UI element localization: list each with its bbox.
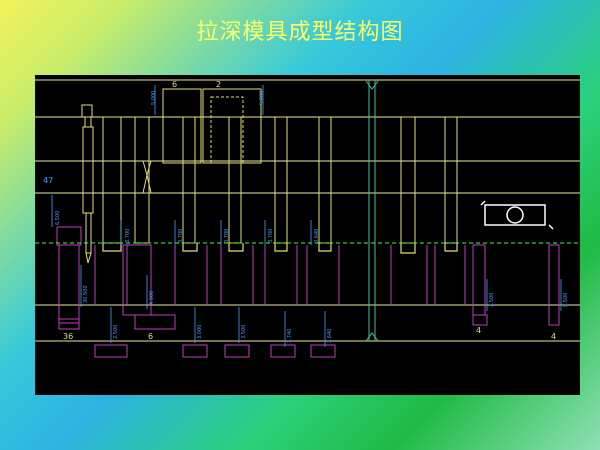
bottom-label-6: 6: [148, 332, 153, 341]
cad-drawing-panel: 6 2 5.000 5.000 47 6.500 3.700 3.700 3.7…: [35, 75, 580, 395]
mid-dim-3: 3.700: [224, 229, 230, 243]
bottom-label-4b: 4: [551, 332, 556, 341]
guide-post-left: [142, 160, 152, 194]
top-dim-left: 5.000: [151, 91, 157, 105]
mid-dim-2: 3.700: [178, 229, 184, 243]
lower-dim-2: 4.000: [149, 291, 155, 305]
mid-dim-5: 3.640: [314, 229, 320, 243]
die-structure-drawing: 6 2 5.000 5.000 47 6.500 3.700 3.700 3.7…: [35, 79, 580, 358]
mid-dim-4: 3.700: [268, 229, 274, 243]
top-label-2: 2: [216, 80, 221, 89]
lower-dim-3: 2.500: [113, 325, 119, 339]
bottom-label-4a: 4: [476, 326, 481, 335]
lower-dim-1: 30.500: [83, 286, 89, 304]
lower-dim-6: 3.740: [287, 329, 293, 343]
guide-post: [365, 80, 379, 342]
lower-dim-7: 3.640: [327, 329, 333, 343]
upper-punches: [102, 88, 458, 244]
left-dim: 6.500: [55, 211, 61, 225]
drawn-cups: [102, 243, 458, 254]
dimension-lines: [51, 85, 562, 347]
camera-logo-icon: [480, 200, 554, 230]
mid-dim-1: 3.700: [125, 229, 131, 243]
top-label-6: 6: [172, 80, 177, 89]
lower-dim-9: 5.500: [563, 293, 569, 307]
bottom-label-36: 36: [63, 332, 73, 341]
pilot-punch: [81, 104, 94, 264]
lower-dim-4: 3.000: [197, 325, 203, 339]
top-dim-right: 5.000: [259, 91, 265, 105]
left-label-47: 47: [43, 176, 53, 185]
lower-dim-8: 2.500: [489, 293, 495, 307]
lower-dim-5: 3.500: [241, 325, 247, 339]
slide-title: 拉深模具成型结构图: [196, 20, 404, 45]
lower-die-columns: [94, 245, 466, 305]
die-blocks: [56, 226, 560, 358]
